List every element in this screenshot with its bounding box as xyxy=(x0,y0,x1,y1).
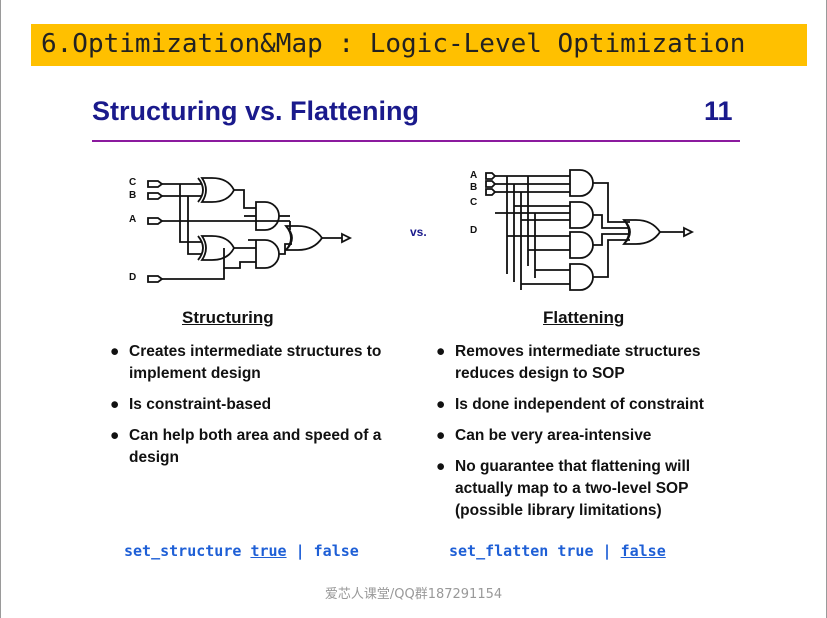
input-label-c: C xyxy=(129,177,136,188)
header-title: 6.Optimization&Map : Logic-Level Optimiz… xyxy=(41,29,746,59)
flatten-command: set_flatten true | false xyxy=(449,542,666,560)
input-label-a: A xyxy=(470,170,477,181)
header-bar: 6.Optimization&Map : Logic-Level Optimiz… xyxy=(31,24,807,66)
input-label-b: B xyxy=(470,182,477,193)
flatten-option-false: false xyxy=(620,542,666,560)
input-label-b: B xyxy=(129,190,136,201)
input-label-a: A xyxy=(129,214,136,225)
slide-title: Structuring vs. Flattening xyxy=(92,96,420,126)
list-item: ●Can be very area-intensive xyxy=(436,425,746,447)
bullet-dot-icon: ● xyxy=(110,427,120,444)
flatten-option-true: true xyxy=(557,542,594,560)
flattening-circuit-diagram: A B C D xyxy=(470,169,695,291)
list-item: ●No guarantee that flattening will actua… xyxy=(436,458,691,519)
list-item: ●Creates intermediate structures to impl… xyxy=(110,343,382,382)
bullet-dot-icon: ● xyxy=(436,427,446,444)
bullet-dot-icon: ● xyxy=(110,343,120,360)
title-divider xyxy=(92,140,740,142)
list-item: ●Is constraint-based xyxy=(110,394,415,416)
input-label-d: D xyxy=(129,272,136,283)
structure-option-false: false xyxy=(313,542,359,560)
list-item: ●Is done independent of constraint xyxy=(436,394,746,416)
list-item: ●Can help both area and speed of a desig… xyxy=(110,427,382,466)
input-label-d: D xyxy=(470,225,477,236)
bullet-dot-icon: ● xyxy=(110,396,120,413)
structure-command: set_structure true | false xyxy=(124,542,359,560)
vs-label: vs. xyxy=(410,225,427,239)
bullet-dot-icon: ● xyxy=(436,343,446,360)
frame-left-border xyxy=(0,0,1,618)
slide-number: 11 xyxy=(704,96,733,126)
list-item: ●Removes intermediate structures reduces… xyxy=(436,343,701,382)
footer-watermark: 爱芯人课堂/QQ群187291154 xyxy=(324,587,503,602)
flattening-bullet-list: ●Removes intermediate structures reduces… xyxy=(436,341,746,531)
input-label-c: C xyxy=(470,197,477,208)
structuring-circuit-diagram: C B A D xyxy=(129,177,353,283)
structuring-bullet-list: ●Creates intermediate structures to impl… xyxy=(110,341,415,478)
bullet-dot-icon: ● xyxy=(436,396,446,413)
structure-option-true: true xyxy=(250,542,287,560)
flattening-heading: Flattening xyxy=(543,308,625,327)
bullet-dot-icon: ● xyxy=(436,458,446,475)
structuring-heading: Structuring xyxy=(182,308,274,327)
